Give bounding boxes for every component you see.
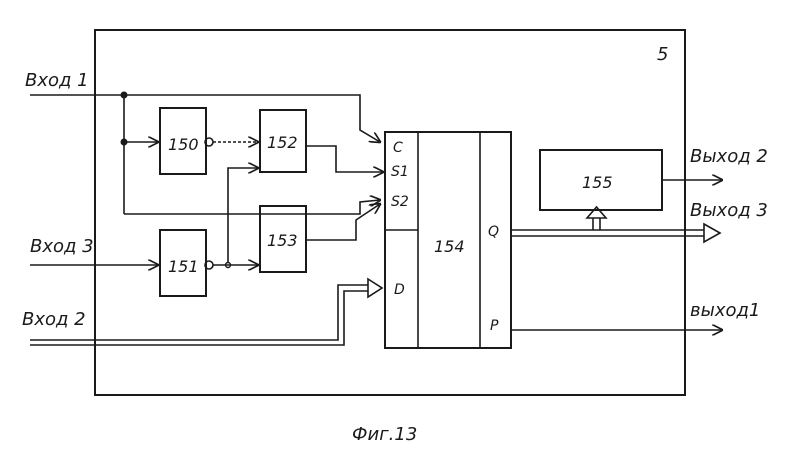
block-154-label: 154 — [434, 237, 465, 256]
pin-s1: S1 — [391, 164, 409, 180]
figure-caption: Фиг.13 — [352, 424, 417, 445]
pin-s2: S2 — [391, 194, 409, 210]
block-152-label: 152 — [267, 133, 298, 152]
pin-p: P — [490, 318, 499, 334]
output-1-label: выход1 — [690, 300, 760, 321]
pin-q: Q — [488, 224, 499, 240]
block-151: 151 — [160, 230, 213, 296]
block-153: 153 — [260, 206, 306, 272]
output-3-label: Выход 3 — [690, 200, 768, 221]
block-150-label: 150 — [168, 135, 199, 154]
bus-output-3 — [511, 207, 720, 242]
block-155-label: 155 — [582, 173, 613, 192]
input-1-label: Вход 1 — [25, 70, 89, 91]
pin-d: D — [394, 282, 405, 298]
input-3-label: Вход 3 — [30, 236, 94, 257]
block-150: 150 — [160, 108, 213, 174]
block-151-label: 151 — [168, 257, 199, 276]
output-2-label: Выход 2 — [690, 146, 768, 167]
block-153-label: 153 — [267, 231, 298, 250]
block-154: 154 C S1 S2 D Q P — [385, 132, 511, 348]
corner-mark: 5 — [657, 44, 668, 65]
pin-c: C — [393, 140, 403, 156]
block-155: 155 — [540, 150, 662, 210]
wire-153-s2 — [306, 204, 380, 240]
wire-152-s1 — [306, 146, 383, 172]
block-152: 152 — [260, 110, 306, 172]
input-2-label: Вход 2 — [22, 309, 86, 330]
